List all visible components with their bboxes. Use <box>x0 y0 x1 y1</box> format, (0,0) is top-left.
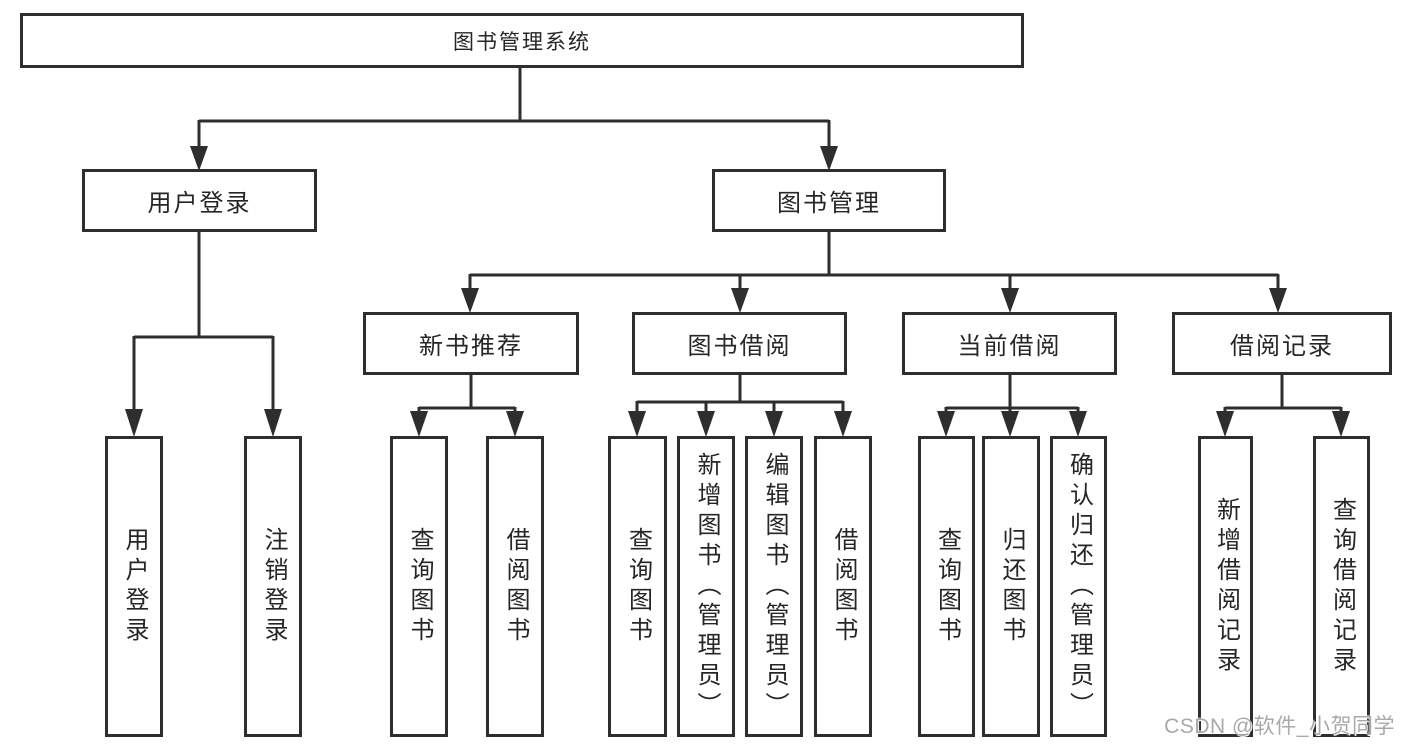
leaf-label: 查询图书 <box>933 526 961 647</box>
arrow-down-icon <box>697 411 715 437</box>
leaf-br-query-borrow-record: 查询借阅记录 <box>1313 436 1370 737</box>
connector-borrow-records-to-leaves <box>1216 375 1350 437</box>
leaf-label: 编辑图书（管理员） <box>761 451 788 722</box>
arrow-down-icon <box>506 411 524 437</box>
node-label: 当前借阅 <box>957 333 1062 360</box>
arrow-down-icon <box>1069 411 1087 437</box>
node-current-borrow: 当前借阅 <box>902 312 1117 375</box>
node-new-book-recommend: 新书推荐 <box>363 312 579 375</box>
arrow-down-icon <box>765 411 783 437</box>
arrow-down-icon <box>1332 411 1350 437</box>
node-borrow-records: 借阅记录 <box>1172 312 1392 375</box>
leaf-label: 新增图书（管理员） <box>693 451 720 722</box>
csdn-watermark: CSDN @软件_小贺同学 <box>1164 715 1395 738</box>
leaf-bb-add-books-admin: 新增图书（管理员） <box>677 436 735 737</box>
leaf-cb-confirm-return-admin: 确认归还（管理员） <box>1050 436 1107 737</box>
node-library-system: 图书管理系统 <box>20 13 1024 68</box>
node-label: 用户登录 <box>147 190 252 217</box>
leaf-label: 用户登录 <box>121 526 148 647</box>
arrow-down-icon <box>937 411 955 437</box>
leaf-br-add-borrow-record: 新增借阅记录 <box>1198 436 1253 737</box>
arrow-down-icon <box>628 411 646 437</box>
connector-new-book-to-leaves <box>410 375 524 437</box>
arrow-down-icon <box>1216 411 1234 437</box>
arrow-down-icon <box>1269 288 1287 313</box>
leaf-label: 借阅图书 <box>502 526 529 647</box>
arrow-down-icon <box>820 146 838 171</box>
leaf-cb-return-books: 归还图书 <box>982 436 1040 737</box>
arrow-down-icon <box>461 288 479 313</box>
arrow-down-icon <box>834 411 852 437</box>
arrow-down-icon <box>190 146 208 171</box>
leaf-label: 查询图书 <box>624 526 652 647</box>
arrow-down-icon <box>410 411 428 437</box>
leaf-label: 注销登录 <box>260 526 287 647</box>
connector-root-to-level2 <box>190 68 838 171</box>
leaf-label: 查询图书 <box>406 526 433 647</box>
leaf-nb-borrow-books: 借阅图书 <box>486 436 544 737</box>
arrow-down-icon <box>731 288 749 313</box>
leaf-label: 查询借阅记录 <box>1328 496 1356 677</box>
connector-user-login-to-leaves <box>125 232 282 437</box>
node-user-login: 用户登录 <box>82 169 317 232</box>
arrow-down-icon <box>264 409 282 437</box>
leaf-label: 确认归还（管理员） <box>1065 451 1093 722</box>
leaf-user-login: 用户登录 <box>105 436 163 737</box>
leaf-bb-query-books: 查询图书 <box>608 436 667 737</box>
connector-current-borrow-to-leaves <box>937 375 1087 437</box>
leaf-label: 借阅图书 <box>830 526 857 647</box>
leaf-label: 归还图书 <box>998 526 1025 647</box>
arrow-down-icon <box>1001 288 1019 313</box>
node-label: 图书管理系统 <box>453 30 591 54</box>
leaf-bb-edit-books-admin: 编辑图书（管理员） <box>745 436 803 737</box>
node-label: 图书管理 <box>777 190 881 217</box>
leaf-bb-borrow-books: 借阅图书 <box>814 436 872 737</box>
node-label: 新书推荐 <box>419 333 523 360</box>
connector-book-borrow-to-leaves <box>628 375 852 437</box>
leaf-cb-query-books: 查询图书 <box>918 436 975 737</box>
leaf-nb-query-books: 查询图书 <box>390 436 448 737</box>
leaf-label: 新增借阅记录 <box>1212 496 1240 677</box>
node-book-management: 图书管理 <box>712 169 946 232</box>
node-book-borrow: 图书借阅 <box>632 312 847 375</box>
arrow-down-icon <box>125 409 143 437</box>
node-label: 借阅记录 <box>1230 333 1334 360</box>
leaf-logout-login: 注销登录 <box>244 436 302 737</box>
node-label: 图书借阅 <box>687 333 792 360</box>
arrow-down-icon <box>1001 411 1019 437</box>
connector-book-management-to-level3 <box>461 232 1287 313</box>
